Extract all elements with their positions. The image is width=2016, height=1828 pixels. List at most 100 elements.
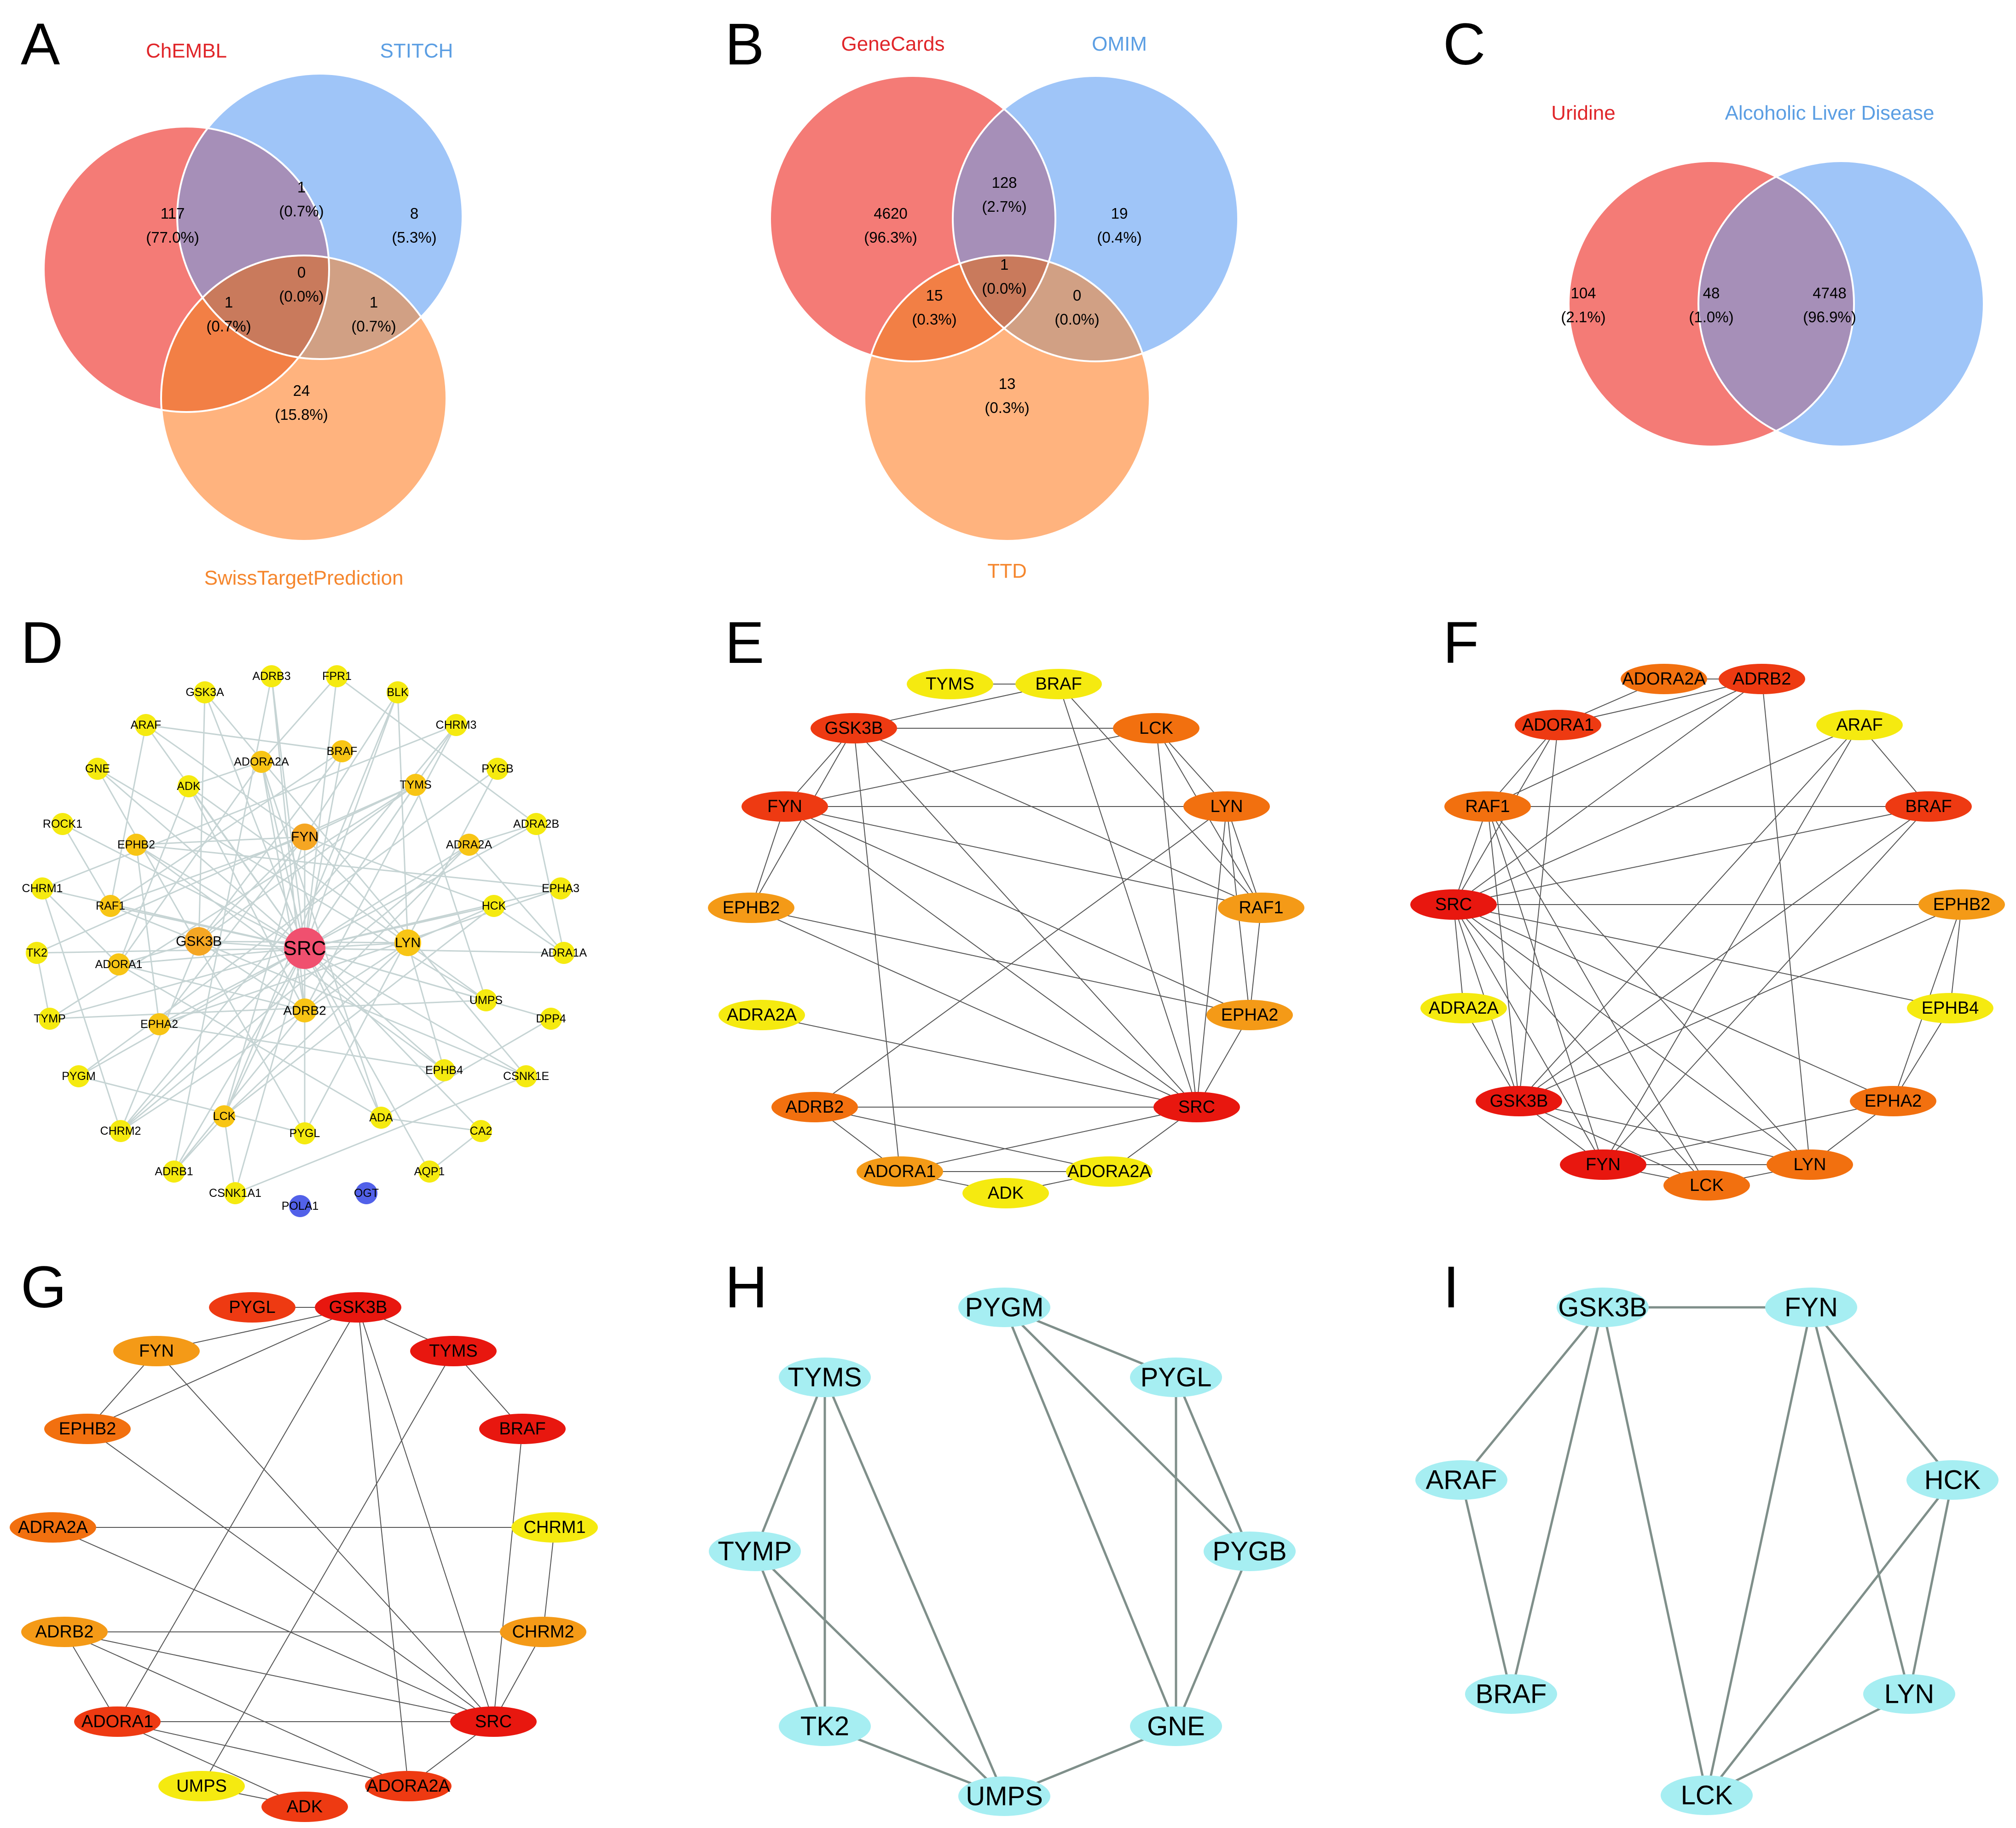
- network-d-edge: [304, 947, 564, 954]
- network-g-edge: [64, 1631, 409, 1787]
- network-d-edge: [159, 947, 305, 1025]
- network-node-shape: [540, 1008, 562, 1030]
- panel-letter-c: C: [1443, 12, 1485, 77]
- network-d-node-blk: BLK: [387, 681, 409, 703]
- network-f-edge: [1487, 806, 1810, 1165]
- network-g-edge: [117, 1721, 305, 1807]
- network-f-edge: [1453, 904, 1894, 1102]
- venn-a-count-23: 1: [370, 294, 378, 311]
- network-node-shape: [1153, 1092, 1240, 1122]
- panel-letter-a: A: [21, 12, 60, 77]
- network-d-node-pygl: PYGL: [290, 1122, 320, 1144]
- network-node-shape: [1557, 1288, 1649, 1327]
- network-node-label: ADRA2A: [446, 838, 492, 851]
- network-node-shape: [1476, 1086, 1562, 1116]
- network-d-edge: [62, 824, 111, 906]
- network-node-shape: [1885, 791, 1972, 822]
- network-node-label: GNE: [85, 762, 110, 775]
- network-f-edge: [1518, 806, 1929, 1102]
- network-d-edge: [407, 905, 494, 944]
- network-node-label: HCK: [482, 899, 506, 912]
- network-node-label: BLK: [387, 686, 409, 699]
- network-node-label: BRAF: [1035, 674, 1082, 694]
- network-d-edge: [198, 784, 416, 942]
- network-g-node-pygl: PYGL: [209, 1292, 295, 1323]
- network-node-shape: [1204, 1532, 1296, 1571]
- network-d-edge: [118, 963, 305, 1011]
- network-node-label: PYGL: [229, 1298, 275, 1317]
- network-node-shape: [1113, 713, 1199, 743]
- network-e-node-braf: BRAF: [1015, 669, 1102, 699]
- network-node-label: CHRM2: [100, 1125, 141, 1137]
- network-node-shape: [742, 791, 828, 822]
- venn-c-overlap-12: [1698, 161, 1854, 447]
- network-node-shape: [550, 877, 572, 899]
- network-d-node-chrm2: CHRM2: [100, 1120, 141, 1142]
- network-node-label: ADRB2: [35, 1622, 94, 1642]
- network-e-edge: [1196, 806, 1227, 1108]
- network-e-edge: [1249, 907, 1262, 1016]
- network-node-label: ADRA2A: [727, 1005, 797, 1025]
- network-node-label: GSK3B: [1558, 1293, 1647, 1323]
- network-node-shape: [284, 928, 325, 969]
- network-node-shape: [811, 713, 897, 743]
- network-i-node-lyn: LYN: [1863, 1674, 1955, 1714]
- network-node-shape: [718, 1000, 805, 1030]
- network-f-node-ephb4: EPHB4: [1907, 993, 1993, 1023]
- network-f-edge: [1603, 1101, 1894, 1165]
- network-node-shape: [410, 1336, 497, 1366]
- network-node-label: LCK: [1681, 1781, 1733, 1811]
- network-f-edge: [1487, 679, 1762, 807]
- network-d-edge: [493, 905, 564, 954]
- venn-a-count-12: 1: [297, 179, 306, 196]
- network-f-node-src: SRC: [1410, 889, 1497, 920]
- network-node-label: GSK3B: [329, 1298, 388, 1317]
- venn-a-count-13: 1: [225, 294, 233, 311]
- network-node-label: BRAF: [499, 1419, 545, 1439]
- network-g-node-chrm2: CHRM2: [500, 1617, 586, 1647]
- network-node-label: ADORA1: [95, 958, 143, 971]
- network-i-edge: [1706, 1693, 1910, 1797]
- network-f-node-fyn: FYN: [1560, 1149, 1646, 1180]
- network-f-node-araf: ARAF: [1816, 710, 1903, 740]
- network-d-edge: [173, 1010, 306, 1172]
- network-node-label: SRC: [284, 937, 326, 960]
- network-d-edge: [261, 676, 338, 762]
- network-d-edge: [304, 948, 382, 1118]
- network-f-node-adora2a: ADORA2A: [1621, 664, 1707, 694]
- network-d-edge: [304, 888, 561, 949]
- network-node-label: GSK3B: [176, 934, 222, 949]
- network-node-shape: [779, 1358, 871, 1397]
- network-node-label: FYN: [291, 830, 319, 845]
- network-node-shape: [68, 1065, 90, 1087]
- network-node-shape: [1850, 1086, 1936, 1116]
- venn-a-pct-13: (0.7%): [206, 318, 251, 335]
- network-node-shape: [31, 877, 53, 899]
- network-d-edge: [62, 823, 305, 949]
- network-d-node-gne: GNE: [85, 758, 110, 780]
- network-d-node-dpp4: DPP4: [536, 1008, 566, 1030]
- network-d-edge: [120, 1010, 305, 1132]
- network-d-edge: [304, 692, 399, 949]
- network-node-label: ADA: [369, 1111, 393, 1124]
- network-d-edge: [235, 1075, 527, 1194]
- venn-a-pct-23: (0.7%): [351, 318, 396, 335]
- network-f-edge: [1603, 806, 1929, 1165]
- network-e-edge: [814, 1107, 1110, 1172]
- network-d-node-pygb: PYGB: [481, 758, 514, 780]
- network-g-node-src: SRC: [450, 1706, 537, 1737]
- network-e-node-raf1: RAF1: [1218, 893, 1304, 923]
- network-g-node-chrm1: CHRM1: [511, 1512, 598, 1543]
- network-node-shape: [958, 1288, 1050, 1327]
- network-i-edge: [1810, 1306, 1953, 1481]
- network-d-edge: [110, 725, 147, 906]
- network-node-shape: [113, 1336, 200, 1366]
- network-node-shape: [110, 1120, 132, 1142]
- network-d-node-gsk3b: GSK3B: [176, 927, 222, 956]
- network-h-node-gne: GNE: [1130, 1706, 1222, 1746]
- network-d-edge: [49, 784, 416, 1020]
